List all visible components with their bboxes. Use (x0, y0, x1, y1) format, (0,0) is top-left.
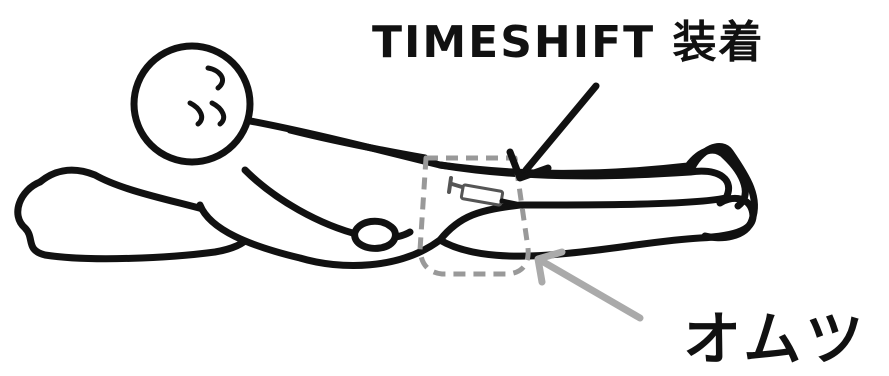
hand (351, 217, 399, 252)
diaper-arrow (534, 248, 644, 322)
upper-leg (436, 146, 749, 210)
nose (205, 65, 225, 91)
diaper-label: オムツ (683, 305, 868, 373)
foot (686, 143, 759, 242)
pillow (14, 166, 254, 263)
eye-left (187, 100, 205, 127)
upper-arm-line (286, 126, 429, 162)
illustration (14, 42, 759, 322)
timeshift-label: TIMESHIFT 装着 (372, 17, 765, 68)
syringe-device-icon (447, 176, 519, 207)
eye-right (209, 100, 227, 127)
device-arrow (506, 82, 600, 182)
lower-leg (436, 194, 757, 260)
diaper-outline (417, 155, 531, 277)
